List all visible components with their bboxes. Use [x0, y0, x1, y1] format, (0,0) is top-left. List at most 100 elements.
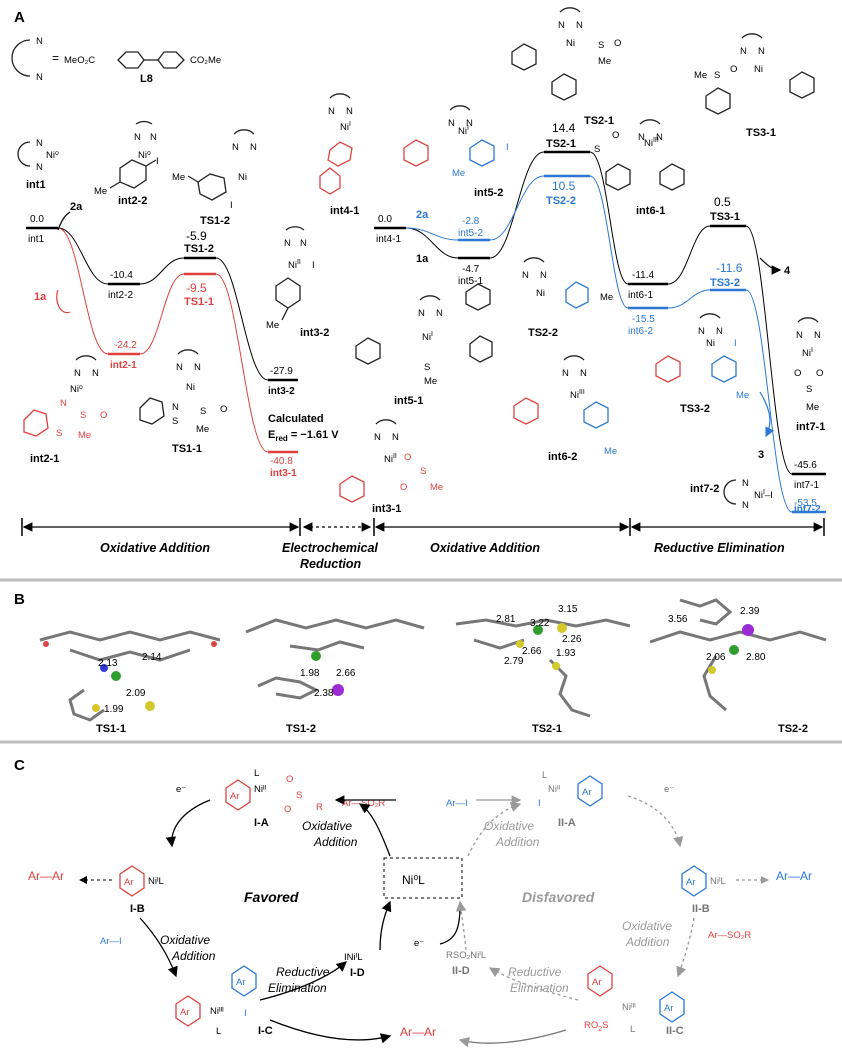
- svg-text:0.5: 0.5: [714, 195, 731, 209]
- svg-text:int7-2: int7-2: [794, 504, 821, 515]
- svg-text:int2-2: int2-2: [108, 290, 133, 301]
- svg-text:int3-2: int3-2: [300, 327, 329, 339]
- svg-text:Addition: Addition: [495, 835, 540, 849]
- svg-text:N: N: [134, 132, 141, 143]
- svg-text:Ni: Ni: [706, 338, 715, 349]
- svg-text:int4-1: int4-1: [376, 234, 401, 245]
- svg-text:int2-1: int2-1: [30, 453, 59, 465]
- svg-text:TS1-1: TS1-1: [172, 443, 202, 455]
- svg-text:O: O: [100, 410, 107, 421]
- svg-text:O: O: [220, 404, 227, 415]
- svg-text:Ar—Ar: Ar—Ar: [776, 869, 812, 883]
- svg-text:int5-1: int5-1: [458, 276, 483, 287]
- svg-text:TS2-2: TS2-2: [778, 723, 808, 735]
- svg-text:Me: Me: [430, 482, 443, 493]
- svg-text:S: S: [200, 406, 206, 417]
- svg-text:NiI: NiI: [340, 121, 351, 133]
- svg-text:NiᴵL: NiᴵL: [148, 876, 164, 887]
- svg-text:Addition: Addition: [171, 949, 216, 963]
- svg-text:3.56: 3.56: [668, 614, 688, 625]
- svg-text:int1: int1: [26, 179, 46, 191]
- svg-text:2.39: 2.39: [740, 606, 760, 617]
- svg-text:N: N: [418, 308, 425, 319]
- svg-text:I-B: I-B: [130, 903, 145, 915]
- panel-b-label: B: [14, 591, 25, 608]
- svg-text:4: 4: [784, 265, 791, 277]
- svg-text:3.22: 3.22: [530, 618, 550, 629]
- svg-text:NiᴵL: NiᴵL: [710, 876, 726, 887]
- svg-text:Ni⁰L: Ni⁰L: [402, 873, 425, 887]
- svg-text:2a: 2a: [70, 201, 83, 213]
- svg-text:O: O: [612, 130, 619, 141]
- svg-text:Ar: Ar: [686, 877, 696, 888]
- svg-text:1a: 1a: [34, 291, 47, 303]
- structure-int1: NN Ni⁰ int1: [17, 138, 59, 191]
- svg-text:L8: L8: [140, 73, 153, 85]
- svg-text:N: N: [740, 46, 747, 57]
- svg-text:Ar—Ar: Ar—Ar: [400, 1025, 436, 1039]
- svg-text:2.13: 2.13: [98, 658, 118, 669]
- svg-text:I: I: [734, 338, 737, 349]
- svg-text:N: N: [328, 106, 335, 117]
- svg-text:Elimination: Elimination: [510, 981, 569, 995]
- svg-text:Ar: Ar: [664, 1003, 674, 1014]
- svg-text:II-C: II-C: [666, 1025, 684, 1037]
- svg-text:TS1-2: TS1-2: [200, 215, 230, 227]
- svg-text:N: N: [392, 432, 399, 443]
- svg-text:I: I: [538, 798, 541, 809]
- svg-text:Addition: Addition: [313, 835, 358, 849]
- svg-text:L: L: [216, 1026, 221, 1037]
- svg-text:-24.2: -24.2: [114, 340, 137, 351]
- svg-text:int2-1: int2-1: [110, 360, 137, 371]
- svg-text:int2-2: int2-2: [118, 195, 147, 207]
- svg-text:S: S: [420, 466, 426, 477]
- svg-text:NiI: NiI: [422, 331, 433, 343]
- svg-text:Oxidative: Oxidative: [160, 933, 210, 947]
- svg-text:NiIII: NiIII: [644, 137, 659, 149]
- svg-text:N: N: [374, 432, 381, 443]
- svg-text:-2.8: -2.8: [462, 216, 480, 227]
- svg-text:TS2-1: TS2-1: [584, 115, 614, 127]
- svg-text:MeO₂C: MeO₂C: [64, 55, 95, 66]
- svg-text:int1: int1: [28, 234, 45, 245]
- svg-text:0.0: 0.0: [378, 214, 392, 225]
- svg-text:int3-1: int3-1: [270, 468, 297, 479]
- svg-text:2.09: 2.09: [126, 688, 146, 699]
- svg-text:Addition: Addition: [625, 935, 670, 949]
- svg-text:Ni⁰: Ni⁰: [46, 150, 59, 161]
- svg-text:L: L: [254, 768, 259, 779]
- svg-text:I: I: [230, 200, 233, 211]
- svg-text:10.5: 10.5: [552, 179, 576, 193]
- svg-text:I-C: I-C: [258, 1025, 273, 1037]
- svg-text:Me: Me: [424, 376, 437, 387]
- svg-text:N: N: [194, 362, 201, 373]
- svg-text:1.98: 1.98: [300, 668, 320, 679]
- svg-text:S: S: [594, 144, 600, 155]
- svg-text:2.26: 2.26: [562, 634, 582, 645]
- svg-text:N: N: [716, 326, 723, 337]
- svg-text:S: S: [172, 416, 178, 427]
- svg-text:2.66: 2.66: [336, 668, 356, 679]
- panel-c-label: C: [14, 757, 25, 774]
- svg-text:Calculated: Calculated: [268, 413, 324, 425]
- svg-text:Me: Me: [600, 292, 613, 303]
- svg-text:-11.4: -11.4: [632, 270, 654, 281]
- svg-text:I: I: [244, 1008, 247, 1019]
- svg-text:TS2-2: TS2-2: [528, 327, 558, 339]
- svg-text:N: N: [36, 162, 43, 173]
- svg-text:2a: 2a: [416, 209, 429, 221]
- svg-text:Niᴵᴵ: Niᴵᴵ: [548, 784, 561, 795]
- svg-text:-40.8: -40.8: [270, 456, 293, 467]
- svg-text:Me: Me: [452, 168, 465, 179]
- panel-b-structures: 2.13 2.14 2.09 1.99 TS1-1 1.98 2.66 2.38…: [39, 598, 827, 735]
- svg-text:Niᴵᴵᴵ: Niᴵᴵᴵ: [210, 1006, 224, 1017]
- svg-text:int6-1: int6-1: [636, 205, 665, 217]
- svg-text:NiII: NiII: [384, 453, 397, 465]
- svg-text:-4.7: -4.7: [462, 264, 480, 275]
- svg-text:-11.6: -11.6: [716, 261, 743, 275]
